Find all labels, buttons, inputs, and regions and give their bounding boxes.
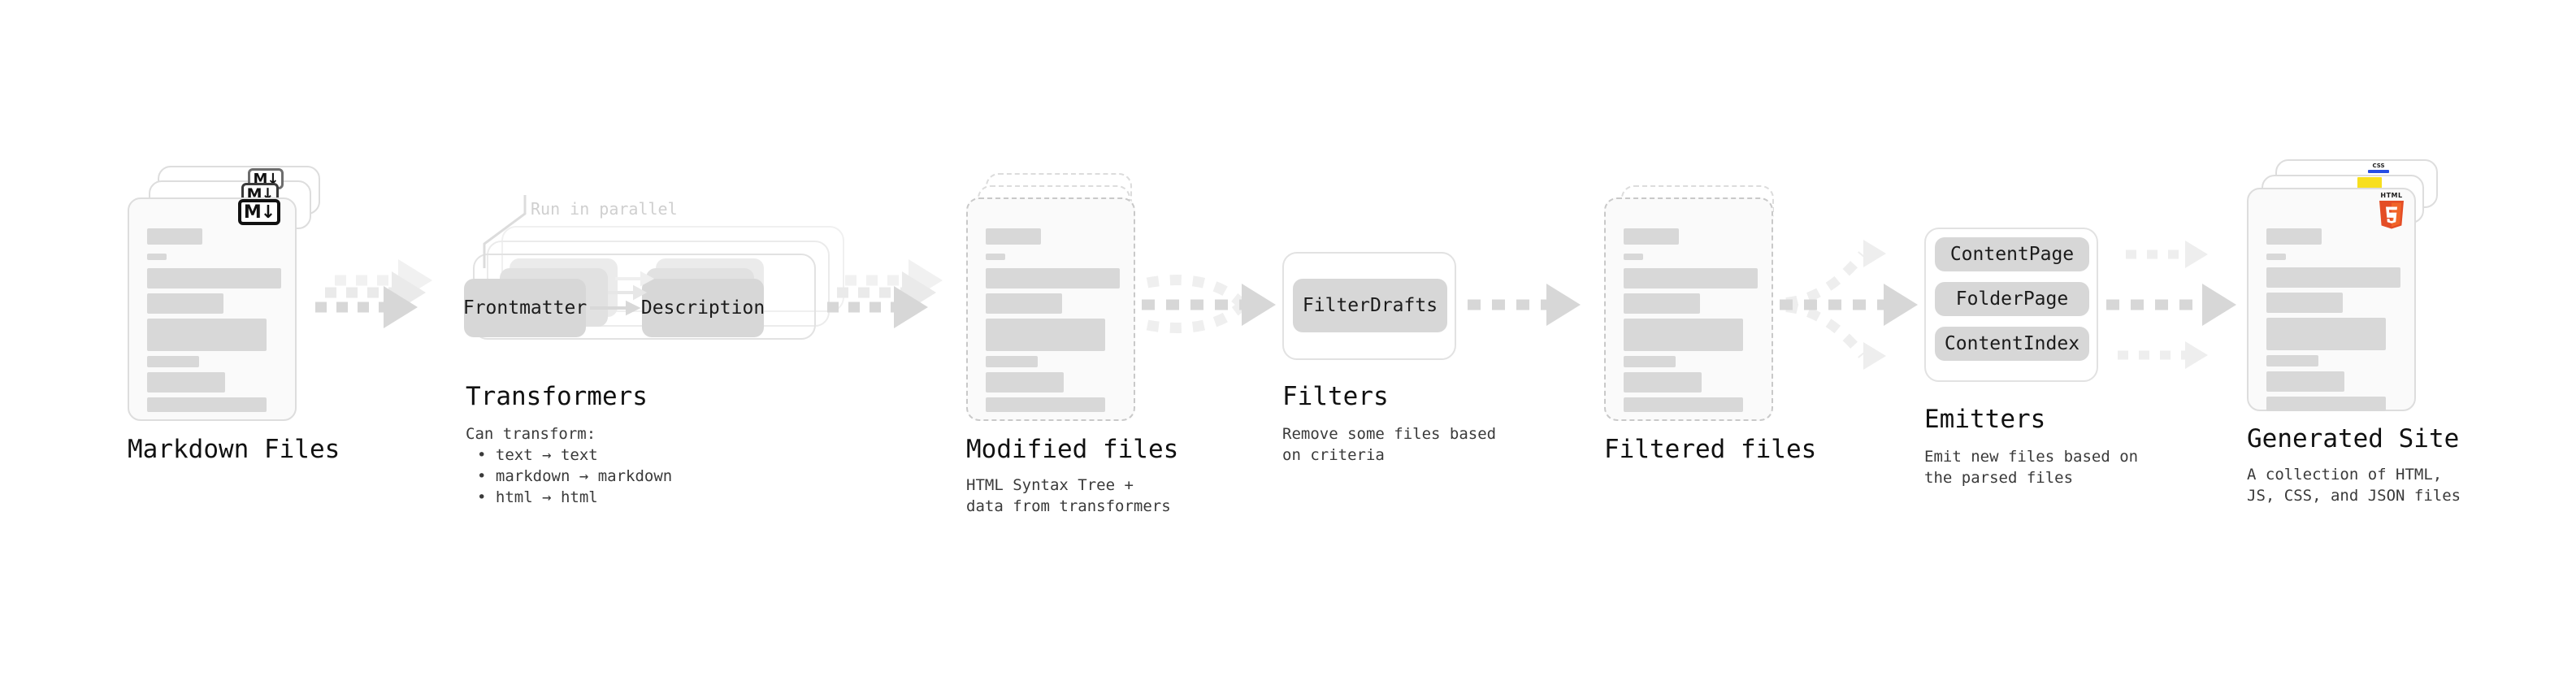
skeleton-line [147, 293, 223, 314]
transformer-chip-description[interactable]: Description [640, 279, 765, 337]
skeleton-line [1624, 397, 1743, 412]
modified-card-front [966, 197, 1135, 421]
skeleton-line [986, 356, 1038, 367]
arrow-modified-to-filters [1142, 275, 1276, 333]
emitter-chip-contentindex[interactable]: ContentIndex [1935, 327, 2089, 361]
heading-markdown-files: Markdown Files [128, 435, 340, 464]
skeleton-line [986, 397, 1105, 412]
skeleton-line [2266, 318, 2386, 350]
markdown-badge-letter: M [243, 202, 262, 223]
emitter-chip-label: FolderPage [1955, 288, 2069, 310]
skeleton-line [986, 319, 1105, 351]
arrow-filtered-to-emitters [1780, 240, 1918, 370]
skeleton-line [1624, 293, 1700, 314]
description-emitters: Emit new files based on the parsed files [1924, 448, 2139, 487]
heading-filters: Filters [1282, 382, 1389, 411]
skeleton-line [1624, 372, 1702, 393]
css3-badge-underline [2368, 170, 2389, 173]
emitter-chip-contentpage[interactable]: ContentPage [1935, 237, 2089, 271]
filtered-card-front [1604, 197, 1773, 421]
bullet-item: • markdown → markdown [477, 467, 673, 485]
skeleton-line [147, 268, 281, 288]
html5-badge-wordmark: HTML [2380, 192, 2403, 199]
css3-badge: CSS [2367, 163, 2390, 176]
skeleton-title [147, 228, 202, 245]
html5-badge: HTML [2378, 192, 2405, 231]
run-in-parallel-label: Run in parallel [531, 199, 678, 219]
heading-modified-files: Modified files [966, 435, 1179, 464]
description-modified-files: HTML Syntax Tree + data from transformer… [966, 476, 1171, 515]
emitter-chip-label: ContentPage [1949, 244, 2075, 265]
skeleton-line [147, 372, 225, 393]
skeleton-line [2266, 267, 2400, 288]
bullet-item: • text → text [477, 446, 598, 464]
skeleton-title [986, 228, 1041, 245]
skeleton-subtitle [2266, 254, 2286, 260]
heading-filtered-files: Filtered files [1604, 435, 1817, 464]
skeleton-title [2266, 228, 2322, 245]
emitter-chip-folderpage[interactable]: FolderPage [1935, 282, 2089, 316]
css3-badge-text: CSS [2372, 163, 2385, 169]
arrow-filters-to-filtered [1468, 284, 1581, 326]
skeleton-line [147, 319, 267, 351]
markdown-badge: M↓ [238, 199, 280, 225]
skeleton-line [147, 397, 267, 412]
skeleton-line [2266, 397, 2386, 411]
emitter-chip-label: ContentIndex [1944, 333, 2080, 354]
heading-transformers: Transformers [466, 382, 648, 411]
markdown-card-front [128, 197, 297, 421]
skeleton-line [1624, 356, 1676, 367]
arrow-transformers-to-modified [827, 259, 943, 328]
skeleton-line [1624, 268, 1758, 288]
transformers-bullet-list: • text → text • markdown → markdown • ht… [477, 445, 672, 508]
skeleton-line [2266, 293, 2343, 313]
skeleton-subtitle [986, 254, 1005, 260]
description-generated-site: A collection of HTML, JS, CSS, and JSON … [2247, 466, 2461, 505]
transformer-chip-frontmatter[interactable]: Frontmatter [462, 279, 588, 337]
markdown-badge-arrow: ↓ [260, 202, 275, 223]
skeleton-title [1624, 228, 1679, 245]
transformer-chip-label: Description [640, 297, 765, 319]
skeleton-line [986, 268, 1120, 288]
description-transformers: Can transform: [466, 425, 596, 443]
filter-chip-label: FilterDrafts [1302, 295, 1438, 316]
skeleton-line [2266, 355, 2318, 367]
arrow-markdown-to-transformers [315, 259, 432, 328]
heading-generated-site: Generated Site [2247, 424, 2460, 453]
skeleton-line [1624, 319, 1743, 351]
skeleton-line [147, 356, 199, 367]
heading-emitters: Emitters [1924, 405, 2046, 434]
transformer-chip-label: Frontmatter [462, 297, 588, 319]
filter-chip-filterdrafts[interactable]: FilterDrafts [1293, 279, 1447, 332]
description-filters: Remove some files based on criteria [1282, 425, 1497, 464]
arrow-emitters-to-site [2106, 241, 2236, 369]
skeleton-subtitle [1624, 254, 1643, 260]
skeleton-line [986, 293, 1062, 314]
skeleton-line [986, 372, 1064, 393]
skeleton-subtitle [147, 254, 167, 260]
skeleton-line [2266, 371, 2344, 392]
bullet-item: • html → html [477, 488, 598, 506]
